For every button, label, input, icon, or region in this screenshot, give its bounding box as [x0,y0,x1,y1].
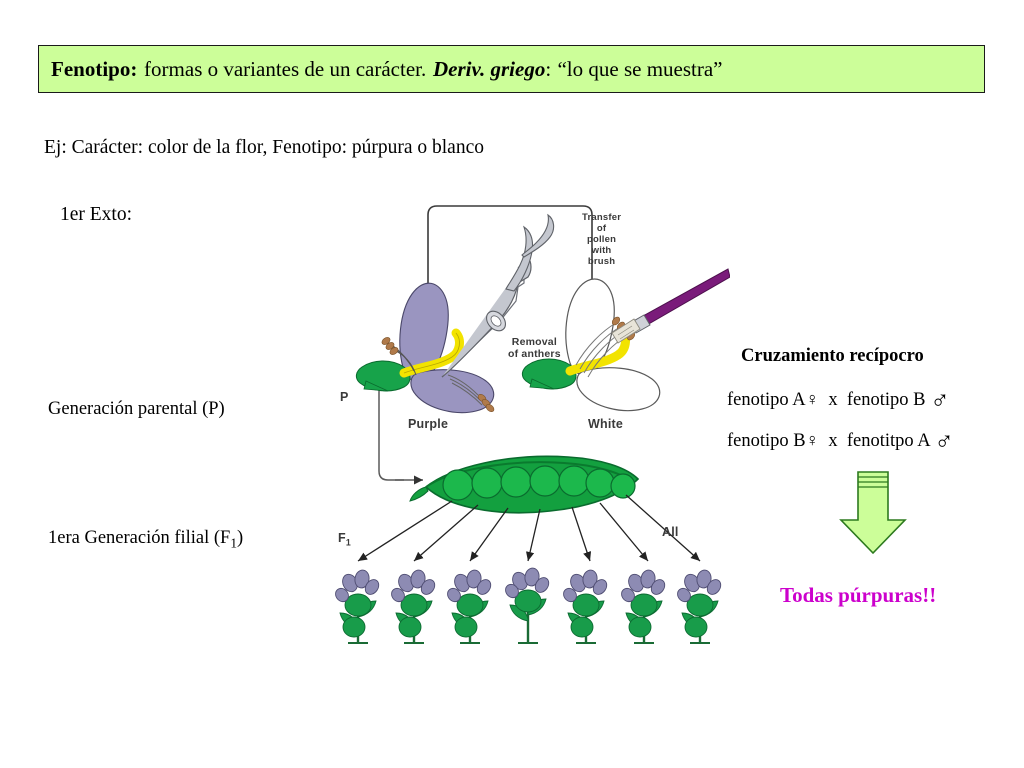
experiment-label: 1er Exto: [60,204,133,225]
cross2-operator: x [828,431,838,451]
caption-transfer-line-2: of [596,222,607,234]
cross1-right-phenotype: fenotipo B [846,390,926,410]
female-symbol-icon: ♀ [805,389,820,409]
caption-removal-line-2: of anthers [508,348,561,361]
cross2-right-phenotype: fenotitpo A [846,431,930,451]
reciprocal-cross-line-2: fenotipo B♀ x fenotitpo A ♂ [727,423,954,456]
label-white: White [588,417,624,431]
filial-label-main: 1era Generación filial (F [48,528,231,548]
mendel-cross-illustration: Transfer of pollen with brush Removal of… [300,195,730,645]
label-all: All [662,525,679,539]
caption-transfer-line-1: Transfer [582,212,622,223]
label-p: P [340,390,349,404]
parental-generation-label: Generación parental (P) [48,399,225,419]
pollen-brush-illustration [611,268,730,344]
banner-origin-meaning: “lo que se muestra” [557,56,723,81]
filial-label-subscript: 1 [230,535,238,551]
example-line: Ej: Carácter: color de la flor, Fenotipo… [44,137,484,158]
cross2-left-phenotype: fenotipo B [727,431,806,451]
label-purple: Purple [408,417,449,431]
definition-banner: Fenotipo: formas o variantes de un carác… [38,45,985,93]
caption-removal-line-1: Removal [511,336,557,348]
label-f1: F1 [338,531,351,548]
down-block-arrow-icon [839,471,907,555]
caption-transfer-line-3: pollen [586,233,617,245]
cross1-left-phenotype: fenotipo A [727,390,806,410]
caption-removal-of-anthers: Removal of anthers [508,336,561,360]
label-f1-main: F [338,531,346,545]
tweezers-illustration [441,213,555,378]
male-symbol-icon: ♂ [934,427,954,456]
result-text: Todas púrpuras!! [780,583,937,607]
illustration-canvas [335,205,730,644]
filial-label-end: ) [237,528,244,548]
banner-definition: formas o variantes de un carácter. [144,56,427,81]
filial-generation-label: 1era Generación filial (F1) [48,527,243,552]
banner-origin-separator: : [545,56,552,81]
caption-transfer-line-4: with [591,244,612,256]
cross1-operator: x [828,390,838,410]
banner-term: Fenotipo: [51,56,138,81]
f1-plants-illustration [335,567,722,644]
caption-transfer-line-5: brush [587,255,616,267]
pea-pod-illustration [409,455,640,514]
purple-flower-illustration [355,282,495,414]
white-flower-illustration [521,278,661,412]
female-symbol-icon: ♀ [805,430,820,450]
male-symbol-icon: ♂ [930,386,950,415]
label-f1-sub: 1 [345,537,351,548]
banner-origin-label: Deriv. griego [432,56,546,81]
caption-transfer-of-pollen: Transfer of pollen with brush [582,212,622,268]
reciprocal-cross-title: Cruzamiento recípocro [741,346,924,366]
reciprocal-cross-line-1: fenotipo A♀ x fenotipo B ♂ [727,382,950,415]
